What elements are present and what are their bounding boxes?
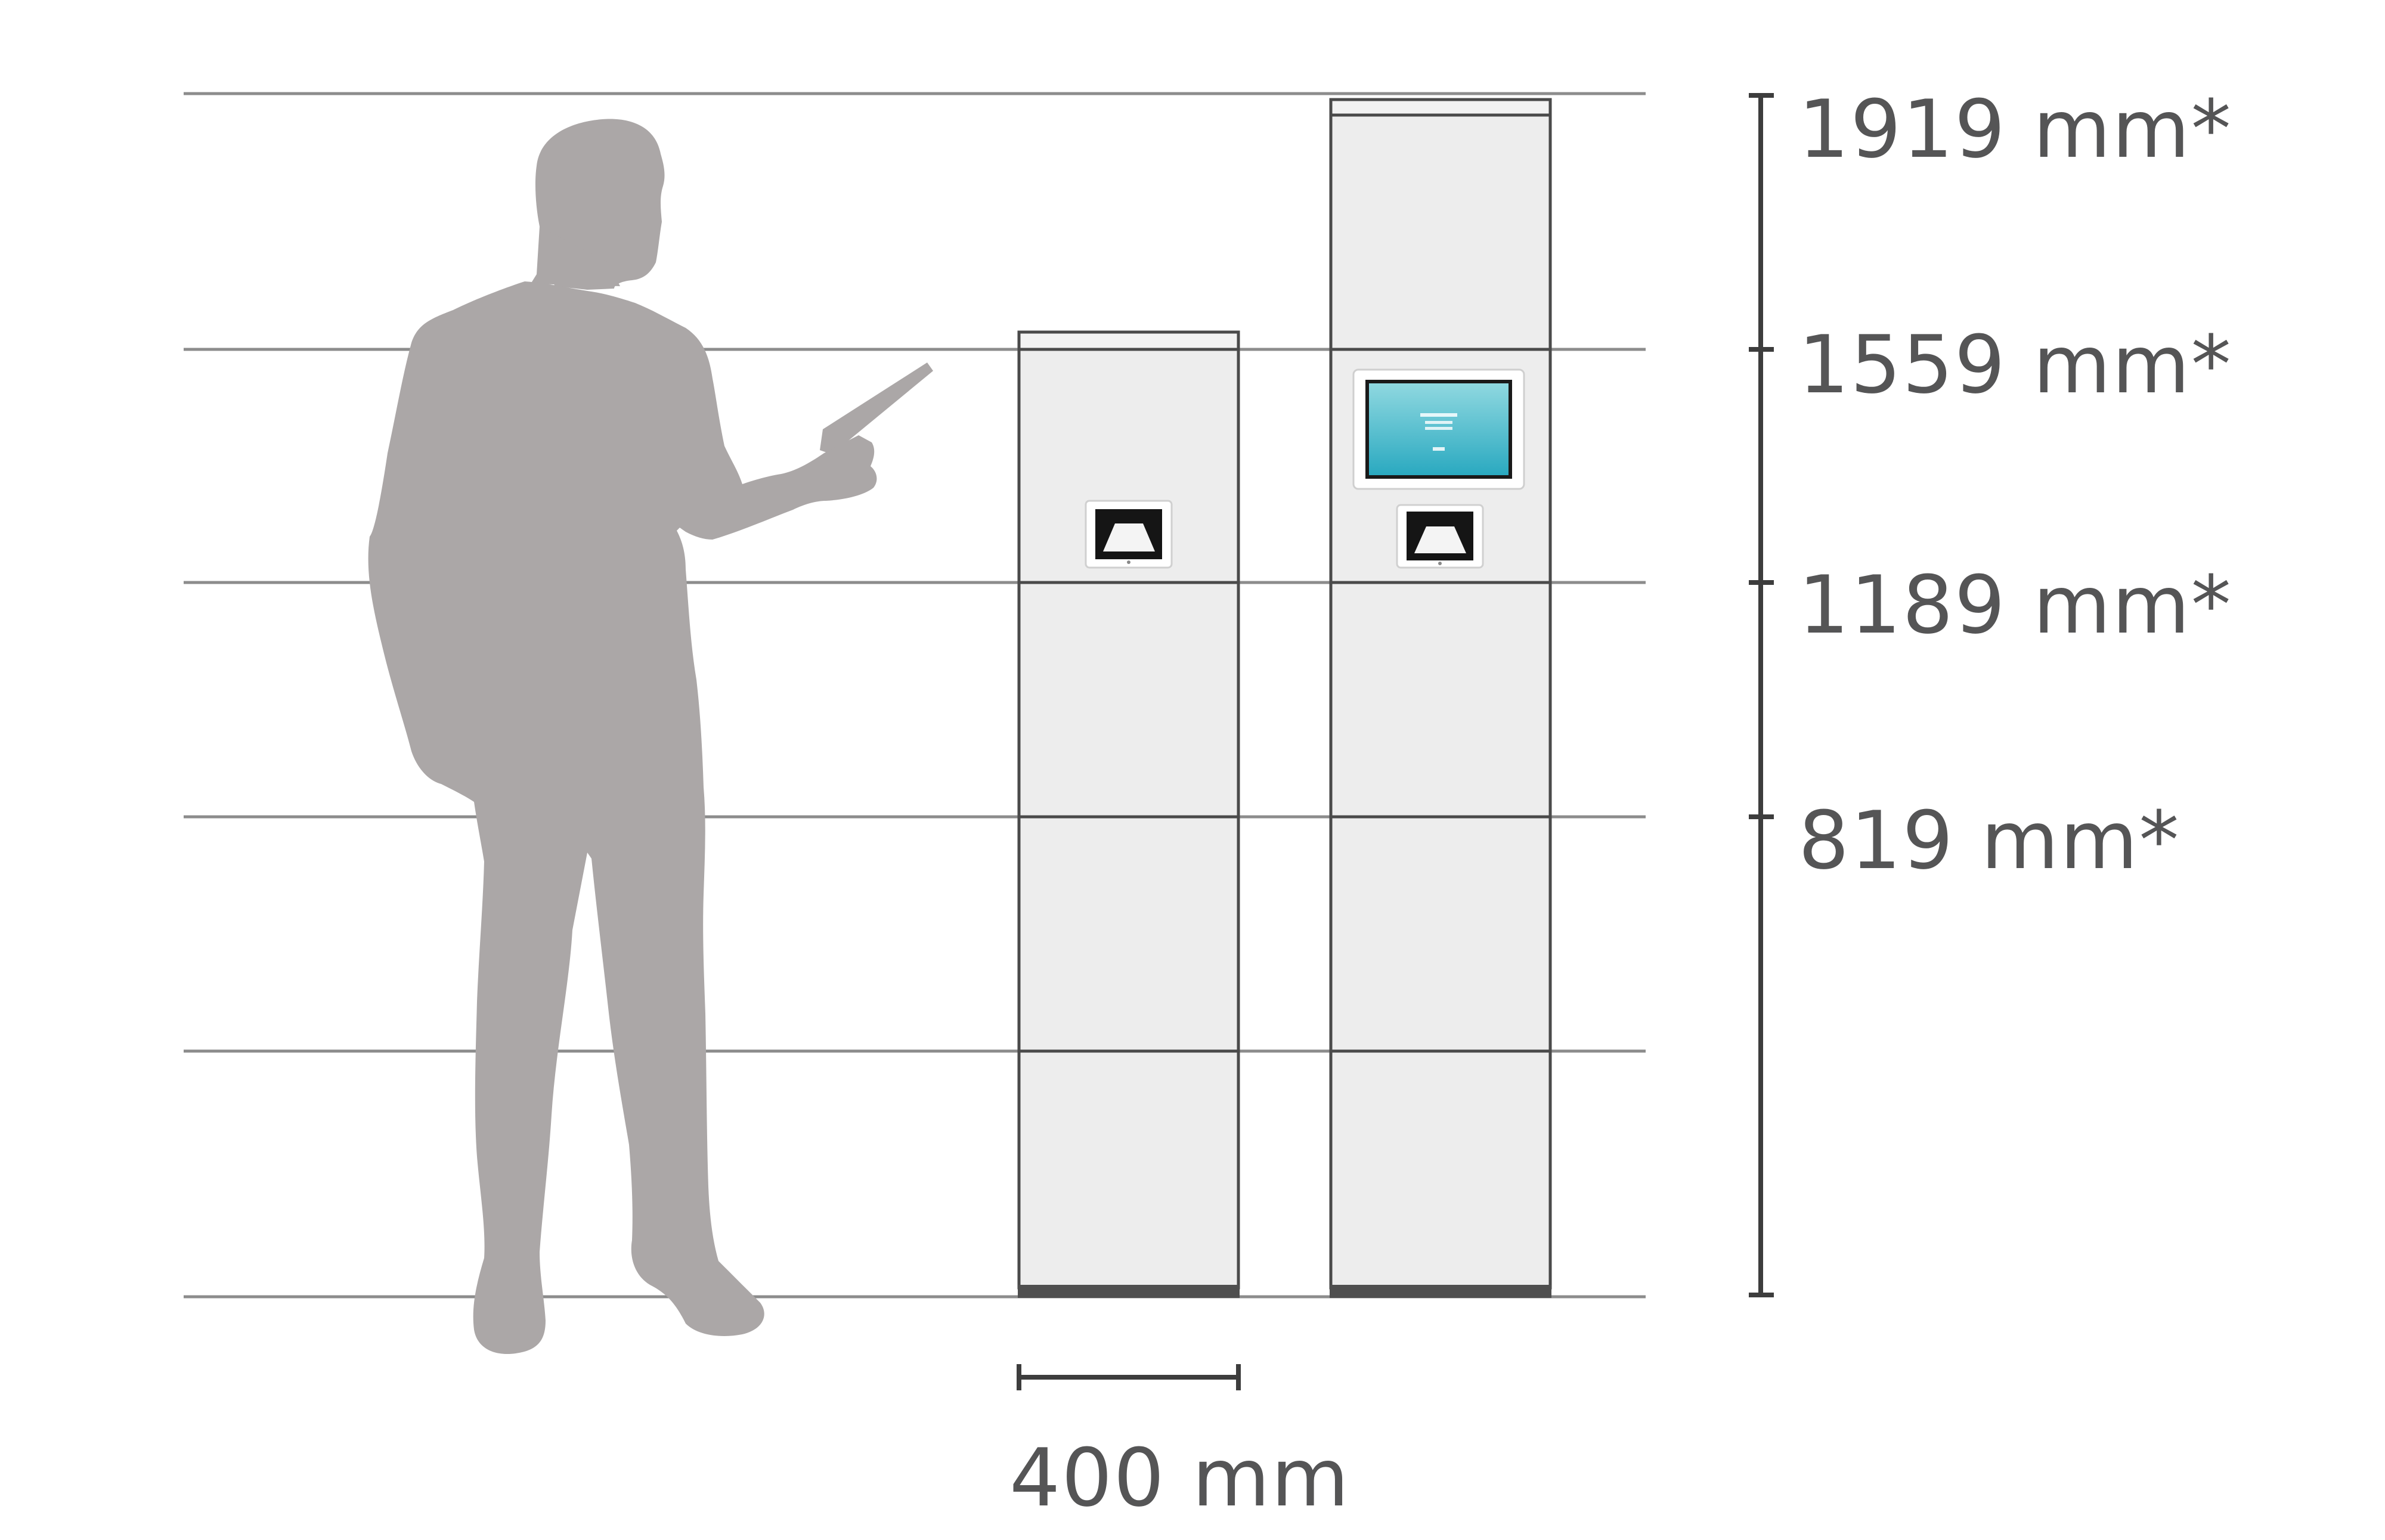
width-label-400: 400 mm (1009, 1431, 1351, 1524)
cabinet-plinth (1330, 1285, 1551, 1298)
locker-cabinet-tall (1329, 98, 1552, 1298)
person-silhouette-icon (368, 119, 933, 1355)
height-label-1919: 1919 mm* (1798, 83, 2232, 176)
cabinet-body (1329, 113, 1552, 1290)
cabinet-body (1017, 348, 1240, 1290)
locker-cabinet-short (1017, 330, 1240, 1298)
cabinet-top-cap (1329, 98, 1552, 117)
parcel-slot-icon (1396, 504, 1484, 569)
height-dimension-scale (1749, 93, 1774, 1297)
touchscreen-icon (1352, 368, 1525, 490)
width-dimension-scale (1017, 1364, 1241, 1390)
tablet-icon (820, 362, 933, 454)
cabinet-plinth (1018, 1285, 1240, 1298)
parcel-slot-icon (1085, 500, 1173, 569)
height-label-1189: 1189 mm* (1798, 559, 2232, 652)
height-label-1559: 1559 mm* (1798, 318, 2232, 411)
height-label-819: 819 mm* (1798, 794, 2180, 887)
cabinet-top-cap (1017, 330, 1240, 351)
